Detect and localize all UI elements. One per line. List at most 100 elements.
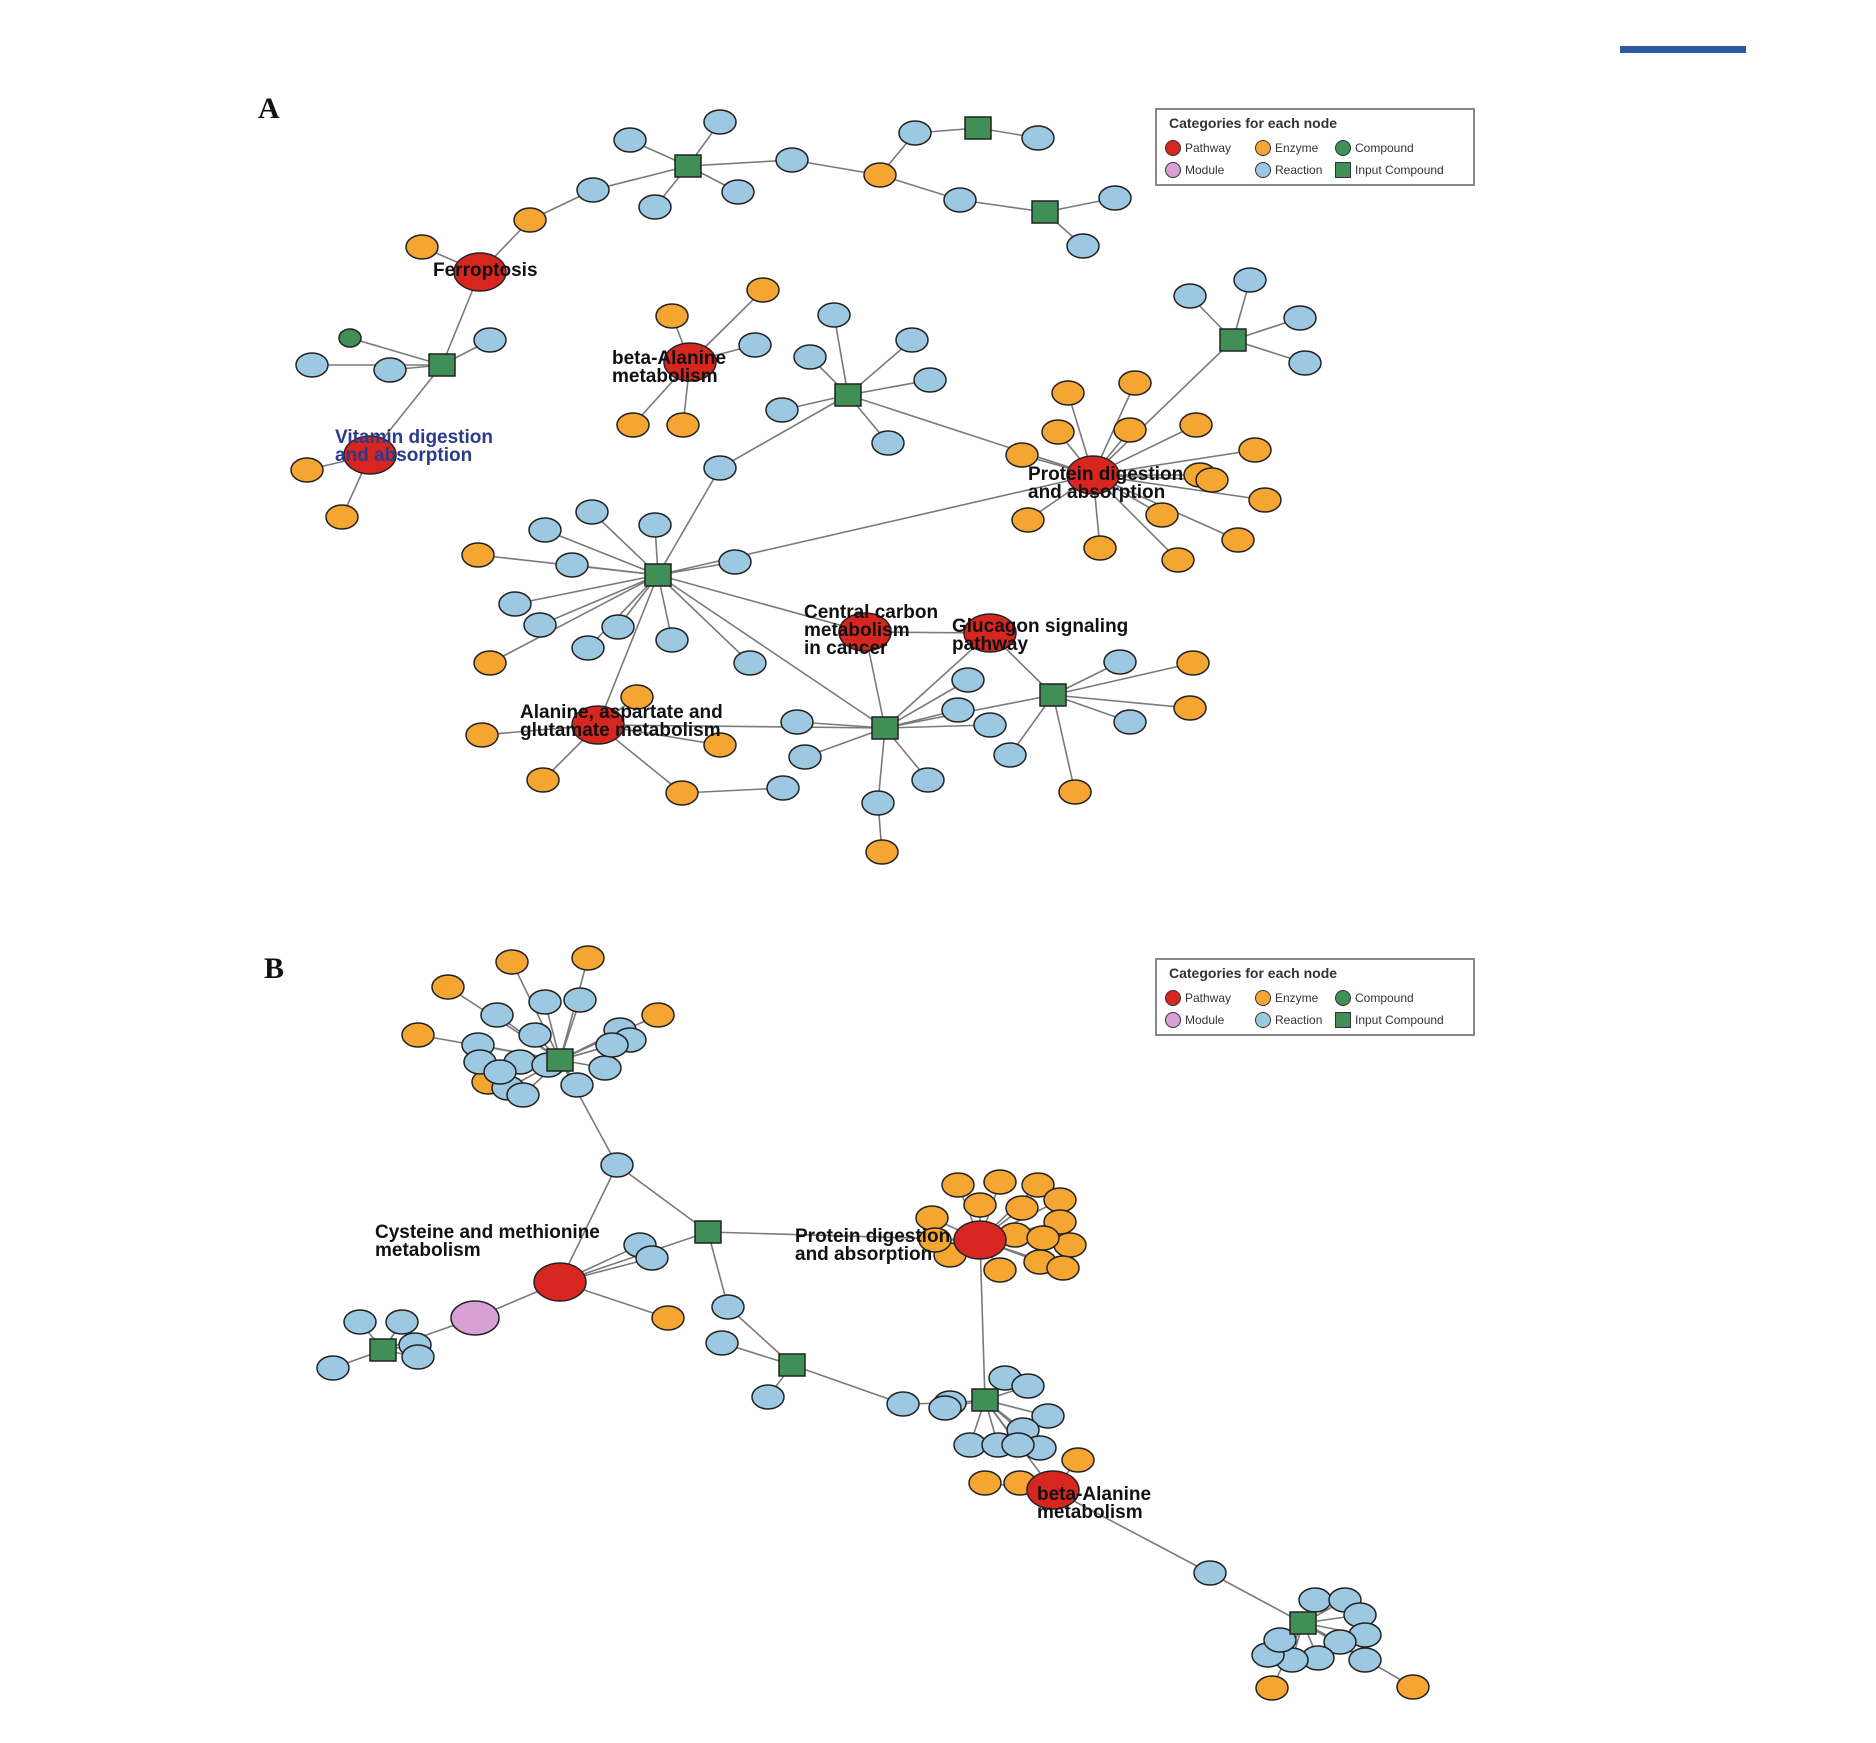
edge [514,574,659,605]
module-swatch [1165,1012,1181,1028]
legend-panel-b: Categories for each node Pathway Enzyme … [1155,958,1475,1036]
reaction-node [595,1032,629,1058]
enzyme-node [465,722,499,748]
reaction-node [943,187,977,213]
reaction-node [941,697,975,723]
edge [559,1164,618,1283]
enzyme-node [401,1022,435,1048]
reaction-node [861,790,895,816]
legend-title: Categories for each node [1169,115,1338,131]
reaction-node [817,302,851,328]
enzyme-node [1046,1255,1080,1281]
edge [657,574,886,729]
edge [349,337,443,366]
enzyme-node [703,732,737,758]
legend-item-compound: Compound [1335,990,1414,1006]
enzyme-node [1043,1187,1077,1213]
reaction-node [951,667,985,693]
header-accent-bar [1620,46,1746,53]
reaction-node [1348,1647,1382,1673]
enzyme-node [616,412,650,438]
pathway-node [453,252,507,292]
edge [884,679,969,729]
input-compound-node [964,116,992,140]
enzyme-node [473,650,507,676]
edge [1092,474,1266,501]
reaction-node [1098,185,1132,211]
reaction-node [600,1152,634,1178]
enzyme-node [495,949,529,975]
reaction-node [751,1384,785,1410]
enzyme-node [325,504,359,530]
reaction-node [928,1395,962,1421]
reaction-node [576,177,610,203]
reaction-node [1173,283,1207,309]
legend-panel-a: Categories for each node Pathway Enzyme … [1155,108,1475,186]
edge [597,574,659,726]
pathway-node [533,1262,587,1302]
reaction-node [601,614,635,640]
reaction-node [498,591,532,617]
edge [1052,662,1194,696]
legend-item-compound: Compound [1335,140,1414,156]
reaction-node [993,742,1027,768]
edge [616,1164,709,1233]
reaction-node [775,147,809,173]
reaction-node [703,109,737,135]
reaction-node [560,1072,594,1098]
reaction-node [506,1082,540,1108]
edge [1052,694,1191,709]
enzyme-node [1026,1225,1060,1251]
enzyme-node [1396,1674,1430,1700]
pathway-swatch [1165,140,1181,156]
input-compound-node [694,1220,722,1244]
edge [719,394,849,469]
enzyme-node [1061,1447,1095,1473]
reaction-node [1283,305,1317,331]
reaction-node [1001,1432,1035,1458]
enzyme-node [666,412,700,438]
enzyme-node [1083,535,1117,561]
reaction-node [895,327,929,353]
pathway-node [1026,1470,1080,1510]
enzyme-node [641,1002,675,1028]
enzyme-node [431,974,465,1000]
reaction-node [523,612,557,638]
edge-layer [306,121,1414,1689]
reaction-node [793,344,827,370]
reaction-node [343,1309,377,1335]
enzyme-node [1238,437,1272,463]
pathway-node [963,613,1017,653]
reaction-node [973,712,1007,738]
input-compound-node [546,1048,574,1072]
enzyme-node [1195,467,1229,493]
reaction-node [765,397,799,423]
input-compound-node [674,154,702,178]
legend-item-input-compound: Input Compound [1335,1012,1444,1028]
enzyme-node [655,303,689,329]
enzyme-node [571,945,605,971]
reaction-node [1263,1627,1297,1653]
reaction-node [613,127,647,153]
module-swatch [1165,162,1181,178]
enzyme-node [1005,442,1039,468]
enzyme-node [1011,507,1045,533]
edge [597,724,886,729]
edge [544,529,659,576]
edge [791,1364,904,1405]
input-compound-node [871,716,899,740]
reaction-node [780,709,814,735]
enzyme-node [526,767,560,793]
legend-item-module: Module [1165,162,1224,178]
reaction-node [1021,125,1055,151]
reaction-node [1011,1373,1045,1399]
edge [1052,1489,1211,1574]
enzyme-node [1176,650,1210,676]
legend-item-pathway: Pathway [1165,140,1231,156]
edge [1052,694,1076,793]
